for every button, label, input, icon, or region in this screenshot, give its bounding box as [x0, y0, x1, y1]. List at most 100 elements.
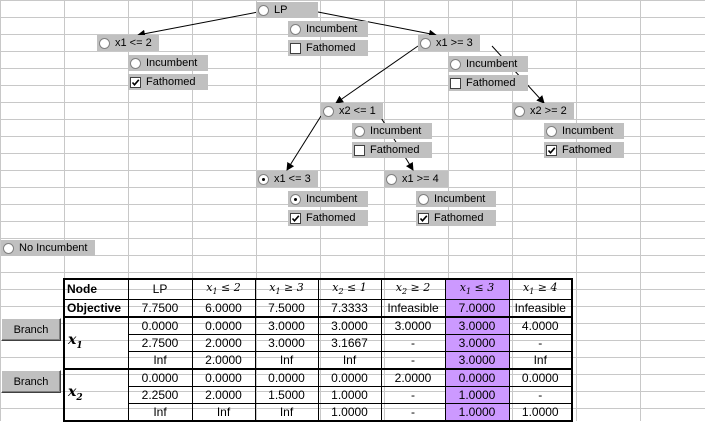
root-fathomed-checkbox-icon	[290, 42, 301, 54]
node-lp-radio[interactable]: LP	[256, 2, 318, 18]
x2-value-cell: 0.0000	[317, 368, 382, 388]
header-op: ≥	[410, 281, 420, 294]
root-incumbent-radio-icon	[290, 23, 301, 35]
x1-value-cell: 3.0000	[254, 334, 319, 353]
node-x2le1-fathomed-checkbox-icon	[354, 144, 365, 156]
node-x1le3-fathomed-label: Fathomed	[306, 212, 356, 224]
node-x1le3-radio[interactable]: x1 <= 3	[256, 171, 318, 187]
x1-value-cell: Inf	[317, 351, 382, 370]
node-x1le2-fathomed-checkbox-icon	[130, 76, 141, 88]
node-x1ge3-radio[interactable]: x1 >= 3	[418, 35, 480, 51]
node-x1ge3-fathomed-label: Fathomed	[466, 77, 516, 89]
header-sub: 1	[212, 287, 218, 297]
x1-value-cell: 4.0000	[508, 316, 573, 336]
x2-value-cell: 1.0000	[508, 403, 573, 422]
objective-value-cell: 7.5000	[254, 299, 319, 318]
node-x1ge4-radio[interactable]: x1 >= 4	[384, 171, 448, 187]
root-incumbent-radio[interactable]: Incumbent	[288, 21, 368, 37]
node-x1le3-fathomed-checkbox[interactable]: Fathomed	[288, 210, 368, 226]
header-sub: 2	[401, 287, 408, 297]
node-label-cell: Node	[63, 278, 129, 301]
node-header-cell: x1 ≤ 3	[444, 278, 510, 301]
node-header-cell: x2 ≤ 1	[317, 278, 382, 301]
node-x1le3-incumbent-label: Incumbent	[306, 193, 358, 205]
x1-value-cell: -	[508, 334, 573, 353]
header-val: 4	[550, 281, 558, 294]
x1-value-cell: Inf	[254, 351, 319, 370]
node-lp-label: LP	[274, 4, 288, 16]
node-header-cell: LP	[127, 278, 193, 301]
x1-value-cell: 3.0000	[254, 316, 319, 336]
node-x1ge4-fathomed-checkbox-icon	[418, 212, 429, 224]
x2-value-cell: 1.0000	[317, 386, 382, 405]
x2-value-cell: 0.0000	[508, 368, 573, 388]
node-x1le2-incumbent-radio[interactable]: Incumbent	[128, 55, 208, 71]
header-val: 1	[359, 281, 367, 294]
x1-var: x	[68, 331, 77, 348]
x2-value-cell: -	[380, 403, 446, 422]
x1-value-cell: 3.0000	[317, 316, 382, 336]
x1-value-cell: Inf	[508, 351, 573, 370]
objective-value-cell: Infeasible	[508, 299, 573, 318]
x1-value-cell: 3.0000	[380, 316, 446, 336]
node-x2le1-fathomed-checkbox[interactable]: Fathomed	[352, 142, 432, 158]
node-x1le2-incumbent-label: Incumbent	[146, 57, 198, 69]
node-x2ge2-radio-icon	[514, 105, 525, 117]
node-x1le3-incumbent-radio[interactable]: Incumbent	[288, 191, 368, 207]
node-x1ge4-fathomed-checkbox[interactable]: Fathomed	[416, 210, 496, 226]
header-op: ≤	[474, 281, 484, 294]
objective-value-cell: 7.7500	[127, 299, 193, 318]
node-lp-radio-icon	[258, 4, 269, 16]
node-x2ge2-fathomed-checkbox[interactable]: Fathomed	[544, 142, 624, 158]
node-x1le3-incumbent-radio-icon	[290, 193, 301, 205]
x1-value-cell: 3.0000	[444, 351, 510, 370]
node-x2le1-radio[interactable]: x2 <= 1	[321, 103, 383, 119]
node-x1ge4-incumbent-radio[interactable]: Incumbent	[416, 191, 496, 207]
x2-value-cell: 0.0000	[191, 368, 256, 388]
node-header-cell: x2 ≥ 2	[380, 278, 446, 301]
x2-value-cell: 0.0000	[127, 368, 193, 388]
node-x1le2-radio[interactable]: x1 <= 2	[97, 35, 159, 51]
x1-value-cell: 2.7500	[127, 334, 193, 353]
header-op: ≤	[221, 281, 231, 294]
node-x1ge4-incumbent-radio-icon	[418, 193, 429, 205]
header-var: x	[269, 281, 276, 294]
node-x1le2-fathomed-checkbox[interactable]: Fathomed	[128, 74, 208, 90]
x1-value-cell: 0.0000	[191, 316, 256, 336]
node-x2ge2-incumbent-radio[interactable]: Incumbent	[544, 123, 624, 139]
no-incumbent-radio[interactable]: No Incumbent	[1, 240, 95, 256]
x2-label-cell: x2	[63, 368, 129, 422]
branch-x1-button[interactable]: Branch	[1, 318, 61, 341]
x1-value-cell: 2.0000	[191, 334, 256, 353]
x2-value-cell: -	[508, 386, 573, 405]
node-x2le1-incumbent-radio[interactable]: Incumbent	[352, 123, 432, 139]
node-x2ge2-fathomed-checkbox-icon	[546, 144, 557, 156]
header-val: 3	[487, 281, 495, 294]
node-header-cell: x1 ≥ 4	[508, 278, 573, 301]
node-x2ge2-radio[interactable]: x2 >= 2	[512, 103, 574, 119]
header-var: x	[395, 281, 402, 294]
node-x1ge4-incumbent-label: Incumbent	[434, 193, 486, 205]
node-x1ge3-fathomed-checkbox[interactable]: Fathomed	[448, 75, 528, 91]
root-fathomed-checkbox[interactable]: Fathomed	[288, 40, 368, 56]
x2-value-cell: Inf	[127, 403, 193, 422]
node-x1ge3-incumbent-radio[interactable]: Incumbent	[448, 56, 528, 72]
objective-label-cell: Objective	[63, 299, 129, 318]
node-x1ge4-label: x1 >= 4	[402, 173, 439, 185]
root-incumbent-label: Incumbent	[306, 23, 358, 35]
node-x2le1-incumbent-label: Incumbent	[370, 125, 422, 137]
header-op: ≤	[347, 281, 357, 294]
node-x1le2-fathomed-label: Fathomed	[146, 76, 196, 88]
branch-x2-button[interactable]: Branch	[1, 370, 61, 393]
node-header-cell: x1 ≥ 3	[254, 278, 319, 301]
x2-value-cell: 2.0000	[191, 386, 256, 405]
x2-value-cell: 0.0000	[444, 368, 510, 388]
root-fathomed-label: Fathomed	[306, 42, 356, 54]
header-op: ≥	[537, 281, 548, 294]
header-val: 2	[233, 281, 241, 294]
x2-value-cell: 2.0000	[380, 368, 446, 388]
x1-value-cell: 2.0000	[191, 351, 256, 370]
